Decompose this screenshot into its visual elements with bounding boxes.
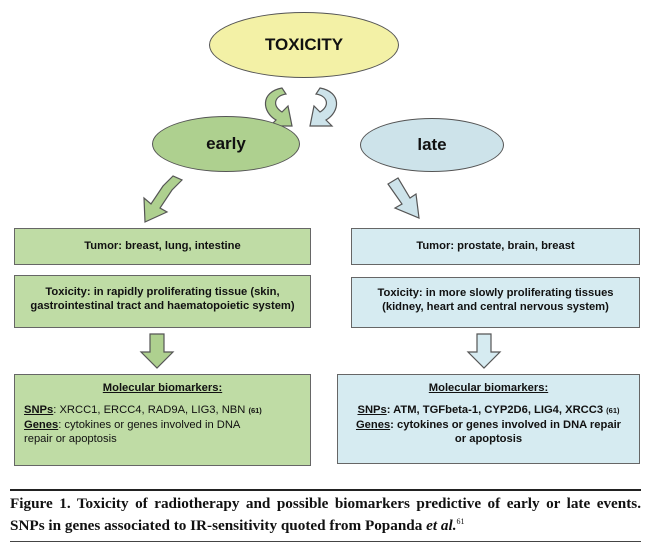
curved-arrow-early	[264, 87, 293, 127]
late-genes-text: : cytokines or genes involved in DNA rep…	[390, 419, 622, 431]
early-node: early	[152, 116, 300, 172]
late-toxicity-box: Toxicity: in more slowly proliferating t…	[351, 277, 640, 328]
early-toxicity-line2: gastrointestinal tract and haematopoieti…	[30, 300, 295, 312]
caption-ref: 61	[456, 517, 465, 526]
early-tumor-text: Tumor: breast, lung, intestine	[84, 240, 241, 252]
early-toxicity-line1: Toxicity: in rapidly proliferating tissu…	[45, 286, 280, 298]
arrow-late-biomarkers	[466, 333, 502, 369]
figure-caption: Figure 1. Toxicity of radiotherapy and p…	[10, 495, 641, 535]
early-snps-ref: (61)	[248, 406, 262, 415]
caption-etal: et al.	[426, 517, 457, 535]
arrow-early-biomarkers	[139, 333, 175, 369]
early-genes-line: Genes: cytokines or genes involved in DN…	[15, 418, 310, 432]
early-snps-line: SNPs: XRCC1, ERCC4, RAD9A, LIG3, NBN (61…	[15, 403, 310, 418]
caption-rule-bottom	[10, 541, 641, 542]
caption-rule-top	[10, 489, 641, 491]
early-snps-label: SNPs	[24, 404, 54, 416]
early-genes-text: : cytokines or genes involved in DNA	[58, 419, 241, 431]
caption-lead: Figure 1. Toxicity of radiotherapy and p…	[10, 495, 641, 535]
early-toxicity-box: Toxicity: in rapidly proliferating tissu…	[14, 275, 311, 328]
late-snps-line: SNPs: ATM, TGFbeta-1, CYP2D6, LIG4, XRCC…	[338, 403, 639, 418]
late-tumor-text: Tumor: prostate, brain, breast	[416, 240, 575, 252]
curved-arrow-late	[309, 87, 338, 127]
late-toxicity-line2: (kidney, heart and central nervous syste…	[382, 301, 609, 313]
early-genes-line2: repair or apoptosis	[24, 433, 117, 445]
toxicity-node: TOXICITY	[209, 12, 399, 78]
arrow-late-down	[387, 177, 420, 219]
late-snps-ref: (61)	[606, 406, 620, 415]
late-tumor-box: Tumor: prostate, brain, breast	[351, 228, 640, 265]
late-biomarkers-box: Molecular biomarkers: SNPs: ATM, TGFbeta…	[337, 374, 640, 464]
arrow-early-down	[143, 175, 184, 223]
toxicity-label: TOXICITY	[264, 35, 344, 54]
early-genes-label: Genes	[24, 419, 59, 431]
late-biomarkers-title: Molecular biomarkers:	[428, 382, 549, 394]
late-snps-text: : ATM, TGFbeta-1, CYP2D6, LIG4, XRCC3	[386, 404, 604, 416]
late-snps-label: SNPs	[357, 404, 387, 416]
late-label: late	[417, 135, 447, 154]
early-snps-text: : XRCC1, ERCC4, RAD9A, LIG3, NBN	[53, 404, 246, 416]
early-tumor-box: Tumor: breast, lung, intestine	[14, 228, 311, 265]
late-toxicity-line1: Toxicity: in more slowly proliferating t…	[377, 287, 614, 299]
early-label: early	[206, 134, 246, 153]
late-genes-line: Genes: cytokines or genes involved in DN…	[338, 418, 639, 432]
early-biomarkers-box: Molecular biomarkers: SNPs: XRCC1, ERCC4…	[14, 374, 311, 466]
late-genes-label: Genes	[355, 419, 391, 431]
late-genes-line2: or apoptosis	[454, 433, 523, 445]
late-node: late	[360, 118, 504, 172]
early-biomarkers-title: Molecular biomarkers:	[102, 382, 223, 394]
